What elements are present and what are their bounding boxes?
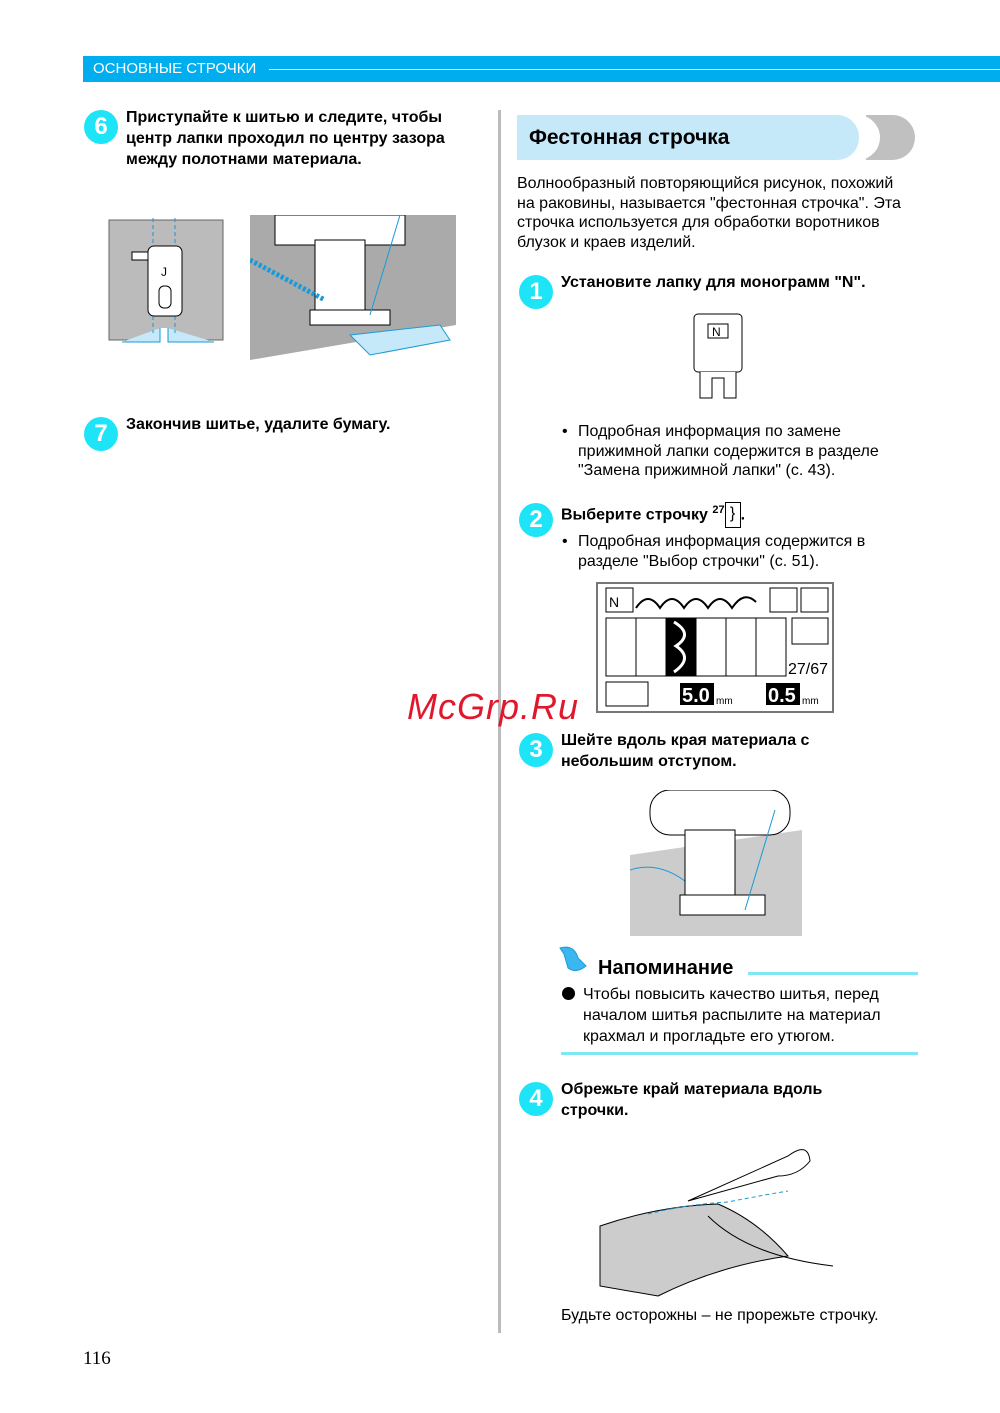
sewing-edge-illustration <box>630 790 802 936</box>
stitch-option[interactable] <box>695 617 727 677</box>
memo-text: Чтобы повысить качество шитья, перед нач… <box>583 986 881 1045</box>
step-1-text: Установите лапку для монограмм "N". <box>561 274 866 291</box>
foot-letter: N <box>712 325 721 339</box>
memo-rule <box>561 1052 918 1055</box>
foot-letter: J <box>161 265 167 279</box>
bullet-dot <box>562 987 575 1000</box>
trimming-illustration <box>599 1149 834 1297</box>
watermark: McGrp.Ru <box>407 686 580 727</box>
memo-rule <box>748 972 918 975</box>
stitch-setting-button[interactable] <box>605 681 649 707</box>
lcd-screen: N 27/67 5.0 mm 0.5 mm <box>596 582 834 713</box>
stitch-width-value: 5.0 <box>682 685 710 707</box>
reverse-button[interactable] <box>769 587 798 613</box>
step-4-text: Обрежьте край материала вдоль строчки. <box>561 1081 823 1119</box>
section-header: ОСНОВНЫЕ СТРОЧКИ <box>83 56 1000 82</box>
step-number: 4 <box>519 1082 553 1116</box>
step-7-text: Закончив шитье, удалите бумагу. <box>126 416 391 433</box>
stitch-number: 27 <box>712 504 725 516</box>
stitch-option[interactable] <box>755 617 787 677</box>
presser-foot-j-illustration: J <box>108 218 224 343</box>
step-number: 2 <box>519 503 553 537</box>
page-number: 116 <box>83 1348 111 1369</box>
section-title: ОСНОВНЫЕ СТРОЧКИ <box>93 60 257 77</box>
header-rule <box>269 69 1000 70</box>
stitch-option[interactable] <box>725 617 757 677</box>
presser-foot-n-illustration: N <box>693 313 743 399</box>
lcd-foot-letter: N <box>609 594 619 610</box>
stitch-counter: 27/67 <box>788 661 828 678</box>
step-3-text: Шейте вдоль края материала с небольшим о… <box>561 732 810 770</box>
step-2-note: Подробная информация содержится в раздел… <box>578 533 866 570</box>
step-number: 7 <box>84 417 118 451</box>
page-title: Фестонная строчка <box>529 126 730 149</box>
step-4-caption: Будьте осторожны – не прорежьте строчку. <box>561 1307 879 1324</box>
column-divider <box>498 110 501 1333</box>
bullet-mark: • <box>562 423 568 440</box>
step-number: 1 <box>519 275 553 309</box>
scallop-stitch-icon: } <box>724 502 741 529</box>
step-1-note: Подробная информация по замене прижимной… <box>578 423 879 479</box>
step-2-label: Выберите строчку <box>561 506 708 524</box>
stitch-length-value: 0.5 <box>768 685 796 707</box>
foot-indicator <box>605 587 634 613</box>
step-6-text: Приступайте к шитью и следите, чтобы цен… <box>126 109 445 168</box>
thread-cut-button[interactable] <box>800 587 829 613</box>
section-title-bar: Фестонная строчка <box>517 115 859 160</box>
stitch-option[interactable] <box>635 617 667 677</box>
mirror-button[interactable] <box>791 617 829 645</box>
step-number: 3 <box>519 733 553 767</box>
width-unit: mm <box>716 696 733 707</box>
memo-title: Напоминание <box>598 957 734 979</box>
sewing-machine-illustration <box>250 215 456 360</box>
bullet-mark: • <box>562 533 568 550</box>
intro-text: Волнообразный повторяющийся рисунок, пох… <box>517 175 901 251</box>
stitch-option[interactable] <box>605 617 637 677</box>
step-number: 6 <box>84 110 118 144</box>
bell-icon <box>559 946 587 972</box>
step-2-text: Выберите строчку 27}. <box>561 500 921 529</box>
length-unit: mm <box>802 696 819 707</box>
stitch-preview <box>635 596 757 610</box>
